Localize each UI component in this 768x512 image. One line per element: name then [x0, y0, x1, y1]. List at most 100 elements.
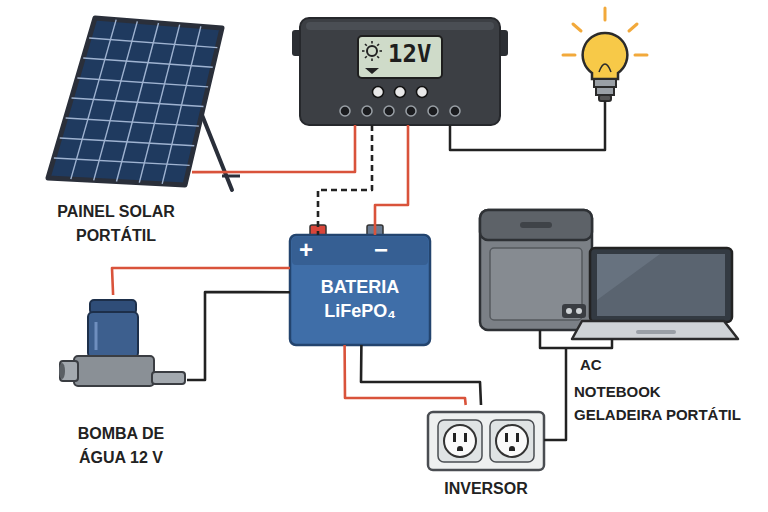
portable-fridge-part	[562, 304, 586, 318]
wire-line	[318, 125, 372, 235]
ac-wires-part	[540, 330, 612, 348]
battery	[290, 225, 430, 345]
terminal	[362, 106, 372, 116]
water-pump-part	[152, 372, 185, 384]
terminal	[406, 106, 416, 116]
portable-fridge-part	[480, 210, 592, 330]
charge-controller-part	[362, 41, 382, 61]
water-pump-part	[74, 356, 154, 386]
inverter	[428, 412, 544, 470]
terminal-sign: −	[374, 236, 388, 264]
water-pump	[59, 300, 185, 386]
ac-wires-part	[544, 348, 566, 440]
charge-controller	[292, 18, 508, 125]
panel-cell-line	[54, 158, 190, 165]
water-pump-part	[59, 363, 65, 379]
wire-line	[192, 125, 355, 172]
lamp-part-part	[635, 54, 647, 57]
wire-line	[361, 345, 481, 405]
inverter-part	[444, 425, 476, 457]
inverter-label: INVERSOR	[420, 478, 552, 500]
laptop	[572, 248, 738, 339]
laptop-part	[597, 254, 725, 316]
panel-label: PAINEL SOLAR PORTÁTIL	[40, 200, 192, 248]
solar-panel-part	[48, 18, 222, 185]
lamp-part	[594, 79, 616, 87]
charge-controller-part	[417, 87, 428, 98]
lamp-part-part	[573, 24, 581, 31]
terminal-sign: +	[299, 236, 313, 264]
inverter-node: INVERSOR	[420, 405, 552, 505]
device-label: GELADEIRA PORTÁTIL	[574, 406, 741, 423]
terminal	[450, 106, 460, 116]
lamp-wire-part	[450, 101, 605, 150]
wire	[375, 125, 408, 235]
charge-controller-part	[300, 18, 500, 125]
portable-fridge-part	[520, 222, 552, 228]
charge-controller-part-part	[371, 59, 373, 62]
inverter-part	[457, 446, 463, 451]
laptop-part	[590, 248, 732, 322]
terminal	[384, 106, 394, 116]
charge-controller-part	[365, 68, 379, 74]
laptop-part	[572, 321, 738, 339]
water-pump-part	[88, 312, 138, 358]
wire-line	[345, 345, 466, 405]
pump-label: BOMBA DE ÁGUA 12 V	[55, 422, 187, 470]
ac-label: AC	[580, 356, 602, 373]
portable-fridge-part	[480, 210, 592, 240]
lamp-part-part	[604, 8, 607, 20]
portable-fridge-part	[490, 248, 582, 320]
lamp-wire	[450, 101, 605, 150]
charge-controller-part	[358, 36, 442, 78]
wire	[345, 345, 466, 405]
inverter-part	[428, 412, 544, 470]
charge-controller-part	[367, 46, 377, 56]
terminal	[340, 106, 350, 116]
inverter-part	[496, 425, 528, 457]
solar-panel-stand-part	[222, 175, 240, 178]
inverter-part	[490, 420, 534, 462]
charge-controller-part	[395, 87, 406, 98]
charge-controller-part-part	[377, 44, 379, 46]
charge-controller-part-part	[380, 50, 383, 52]
water-pump-part	[95, 322, 98, 350]
charge-controller-part-part	[365, 56, 367, 58]
charge-controller-part	[373, 87, 384, 98]
inverter-part	[516, 433, 519, 442]
panel-cell-line	[83, 58, 213, 67]
inverter-part	[453, 433, 456, 442]
inverter-part	[505, 433, 508, 442]
wire	[318, 125, 372, 235]
wire	[187, 292, 290, 380]
wire	[361, 345, 481, 405]
wire-line	[187, 292, 290, 380]
lamp-part-part	[629, 24, 637, 31]
controller-node: 12V	[300, 18, 500, 125]
laptop-part	[636, 330, 676, 334]
solar-panel-node: PAINEL SOLAR PORTÁTIL	[40, 12, 192, 252]
terminal	[428, 106, 438, 116]
charge-controller-part	[340, 106, 460, 116]
portable-fridge-part	[566, 308, 572, 314]
inverter-part	[438, 420, 482, 462]
charge-controller-part-part	[371, 41, 373, 44]
lamp-part	[583, 33, 628, 79]
lamp-part	[599, 64, 611, 72]
lamp-part-part	[563, 54, 575, 57]
lamp	[563, 8, 647, 101]
panel-cell-line	[66, 118, 199, 126]
battery-node: +−BATERIA LiFePO₄	[290, 235, 430, 345]
laptop-part	[597, 254, 660, 300]
pump-node: BOMBA DE ÁGUA 12 V	[55, 295, 187, 475]
water-pump-part	[60, 361, 78, 381]
wire	[192, 125, 355, 172]
lamp-part	[596, 87, 614, 95]
wire-line	[375, 125, 408, 235]
inverter-part	[509, 446, 515, 451]
display-reading: 12V	[388, 39, 431, 69]
panel-cell-line	[72, 98, 204, 107]
portable-fridge	[480, 210, 592, 330]
lamp-part	[599, 95, 611, 101]
battery-part	[292, 237, 428, 265]
